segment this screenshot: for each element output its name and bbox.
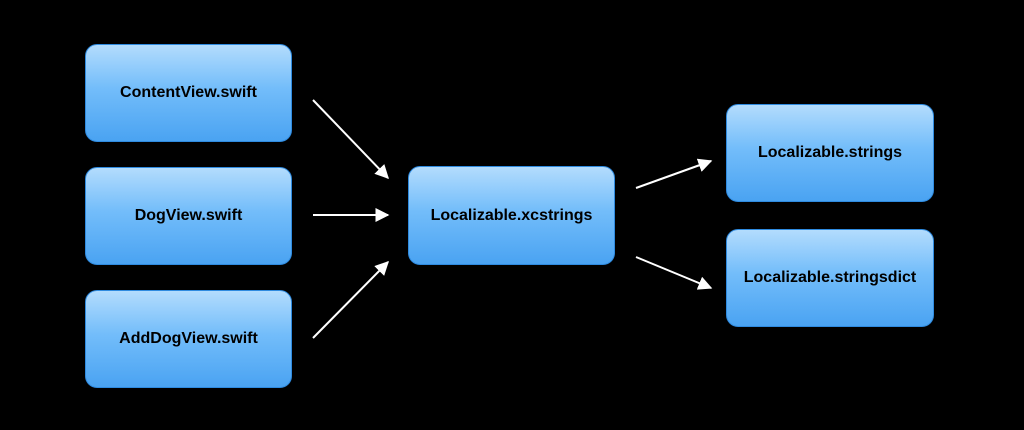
arrow-contentview-to-xcstrings xyxy=(312,99,389,180)
node-contentview-swift: ContentView.swift xyxy=(85,44,292,142)
node-dogview-swift: DogView.swift xyxy=(85,167,292,265)
arrow-xcstrings-to-stringsdict xyxy=(635,256,713,290)
node-localizable-xcstrings: Localizable.xcstrings xyxy=(408,166,615,265)
arrow-xcstrings-to-strings xyxy=(635,158,713,189)
node-localizable-strings: Localizable.strings xyxy=(726,104,934,202)
node-label: Localizable.stringsdict xyxy=(743,269,917,286)
node-adddogview-swift: AddDogView.swift xyxy=(85,290,292,388)
node-label: DogView.swift xyxy=(134,207,243,224)
node-label: Localizable.strings xyxy=(757,144,903,161)
arrow-adddogview-to-xcstrings xyxy=(312,261,389,339)
node-localizable-stringsdict: Localizable.stringsdict xyxy=(726,229,934,327)
node-label: ContentView.swift xyxy=(120,84,257,101)
node-label: Localizable.xcstrings xyxy=(430,206,593,224)
node-label: AddDogView.swift xyxy=(119,330,258,347)
